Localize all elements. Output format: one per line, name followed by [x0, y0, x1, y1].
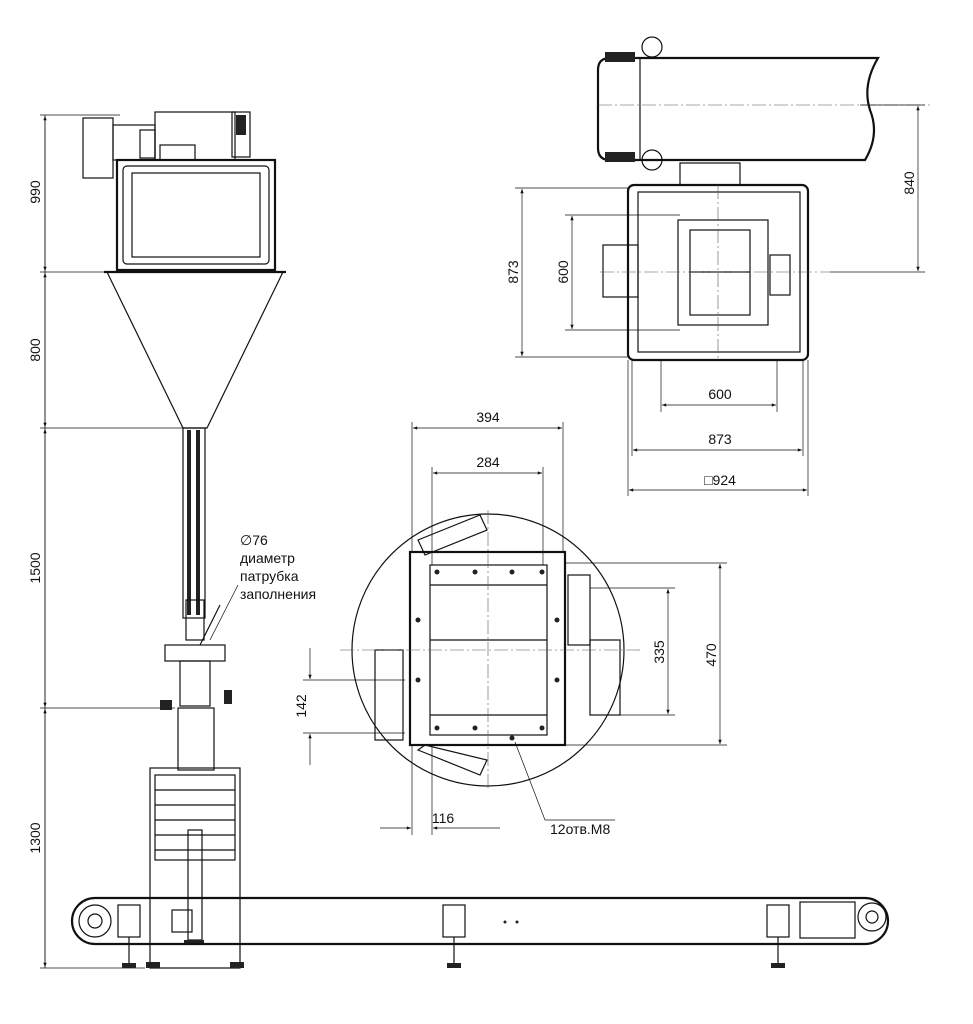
dim-142: 142 — [293, 694, 309, 718]
dim-116: 116 — [432, 810, 455, 826]
filling-pipe — [160, 427, 232, 771]
top-view-dimensions: 840 873 600 600 873 □924 — [505, 104, 925, 496]
dim-1300: 1300 — [27, 822, 43, 853]
dim-840: 840 — [901, 171, 917, 195]
height-dimension-chain: 990 800 1500 1300 — [27, 114, 185, 969]
holes-note: 12отв.М8 — [550, 821, 610, 837]
pipe-diameter: ∅76 — [240, 532, 268, 548]
top-conveyor — [596, 36, 930, 186]
dim-1500: 1500 — [27, 552, 43, 583]
dim-335: 335 — [651, 640, 667, 664]
dim-394: 394 — [476, 409, 500, 425]
top-housing — [600, 183, 830, 362]
dim-873-horizontal: 873 — [708, 431, 732, 447]
dim-470: 470 — [703, 643, 719, 667]
dim-924-square: □924 — [704, 472, 736, 488]
detail-dimensions: 394 284 470 335 142 116 12отв.М8 — [293, 409, 727, 837]
pipe-diameter-annotation: ∅76 диаметр патрубка заполнения — [209, 532, 316, 641]
bag-frame — [146, 767, 244, 969]
dim-284: 284 — [476, 454, 500, 470]
dim-600-vertical: 600 — [555, 260, 571, 284]
hopper-top-unit — [82, 111, 251, 179]
dim-600-horizontal: 600 — [708, 386, 732, 402]
annotation-line-3: заполнения — [240, 586, 316, 602]
hopper-body — [104, 158, 286, 429]
annotation-line-2: патрубка — [240, 568, 299, 584]
top-view: 840 873 600 600 873 □924 — [505, 36, 930, 496]
dim-800: 800 — [27, 338, 43, 362]
mounting-holes — [415, 569, 560, 741]
annotation-line-1: диаметр — [240, 550, 295, 566]
dim-873-vertical: 873 — [505, 260, 521, 284]
dim-990: 990 — [27, 180, 43, 204]
side-view: 990 800 1500 1300 — [27, 111, 890, 969]
detail-view: 394 284 470 335 142 116 12отв.М8 — [293, 409, 727, 837]
conveyor — [70, 896, 890, 968]
